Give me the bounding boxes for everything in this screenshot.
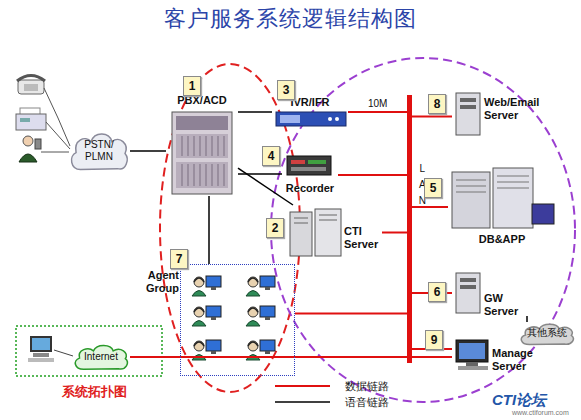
data-link	[348, 111, 407, 113]
callout-number: 1	[183, 76, 201, 96]
gw-server: GW Server	[452, 270, 536, 316]
pstn-cloud: PSTN/ PLMN	[68, 130, 130, 172]
voice-link	[238, 111, 272, 113]
internet-cloud: Internet	[72, 343, 130, 371]
pbx-acd: PBX/ACD	[166, 92, 238, 196]
node-label: PBX/ACD	[166, 94, 238, 107]
data-link	[412, 116, 452, 118]
agent-seats	[192, 276, 275, 360]
legend-line-sample	[275, 385, 330, 387]
ivr-ifr: IVR/IFR	[272, 96, 348, 128]
diagram-title: 客户服务系统逻辑结构图	[0, 4, 581, 34]
callout-number: 3	[277, 80, 295, 100]
node-label: CTI Server	[344, 225, 384, 251]
voice-link	[208, 196, 210, 264]
callout-number: 4	[262, 146, 280, 166]
data-link	[295, 313, 407, 315]
watermark-url: www.ctiforum.com	[512, 409, 569, 416]
voice-link	[526, 316, 528, 322]
voice-link	[238, 168, 293, 205]
data-link	[382, 232, 407, 234]
web-server-tower	[456, 93, 480, 135]
edge-label: 10M	[368, 98, 387, 109]
node-label: PSTN/ PLMN	[79, 139, 119, 163]
node-label: Recorder	[278, 182, 342, 195]
lan-bus: LAN	[407, 95, 412, 363]
node-label: DB&APP	[448, 233, 556, 246]
mobile-user-icon	[19, 136, 41, 162]
access-wire	[41, 88, 70, 152]
manage-server: Manage Server	[452, 335, 556, 385]
remote-computer	[28, 336, 73, 362]
data-domain-ellipse	[271, 58, 575, 402]
voice-link	[130, 150, 166, 152]
gw-server-tower	[456, 273, 480, 313]
voice-link	[238, 173, 282, 175]
node-label: GW Server	[484, 292, 532, 318]
recorder-device	[287, 156, 331, 175]
node-label: 其他系统	[518, 327, 576, 339]
callout-number: 5	[424, 178, 442, 198]
data-link	[130, 356, 452, 358]
legend-text: 语音链路	[345, 395, 389, 410]
callout-number: 6	[428, 282, 446, 302]
cti-server: CTI Server	[286, 205, 382, 260]
callout-number: 8	[428, 94, 446, 114]
callout-number: 9	[425, 330, 443, 350]
legend-text: 数据链路	[345, 379, 389, 394]
callout-number: 2	[266, 218, 284, 238]
ivr-device	[276, 112, 346, 126]
data-link	[338, 174, 407, 176]
other-system-cloud: 其他系统	[518, 322, 576, 346]
fax-icon	[16, 108, 46, 130]
topology-caption: 系统拓扑图	[62, 383, 127, 401]
recorder: Recorder	[282, 152, 338, 198]
watermark: CTI论坛	[492, 391, 546, 410]
node-label: Web/Email Server	[484, 96, 548, 122]
node-label: Manage Server	[492, 347, 554, 373]
agent-group: Agent Group	[180, 264, 295, 376]
pbx-cabinet	[172, 112, 232, 194]
db-app-server: DB&APP	[448, 165, 556, 249]
legend-line-sample	[275, 401, 330, 403]
cti-server-tower	[290, 209, 341, 256]
telephone-icon	[17, 76, 45, 95]
database-server	[452, 168, 554, 228]
node-label: Agent Group	[135, 269, 179, 295]
web-email-server: Web/Email Server	[452, 88, 548, 138]
callout-number: 7	[170, 249, 188, 269]
manage-computer	[456, 340, 488, 370]
node-label: Internet	[72, 351, 130, 363]
remote-user-frame	[16, 326, 162, 376]
